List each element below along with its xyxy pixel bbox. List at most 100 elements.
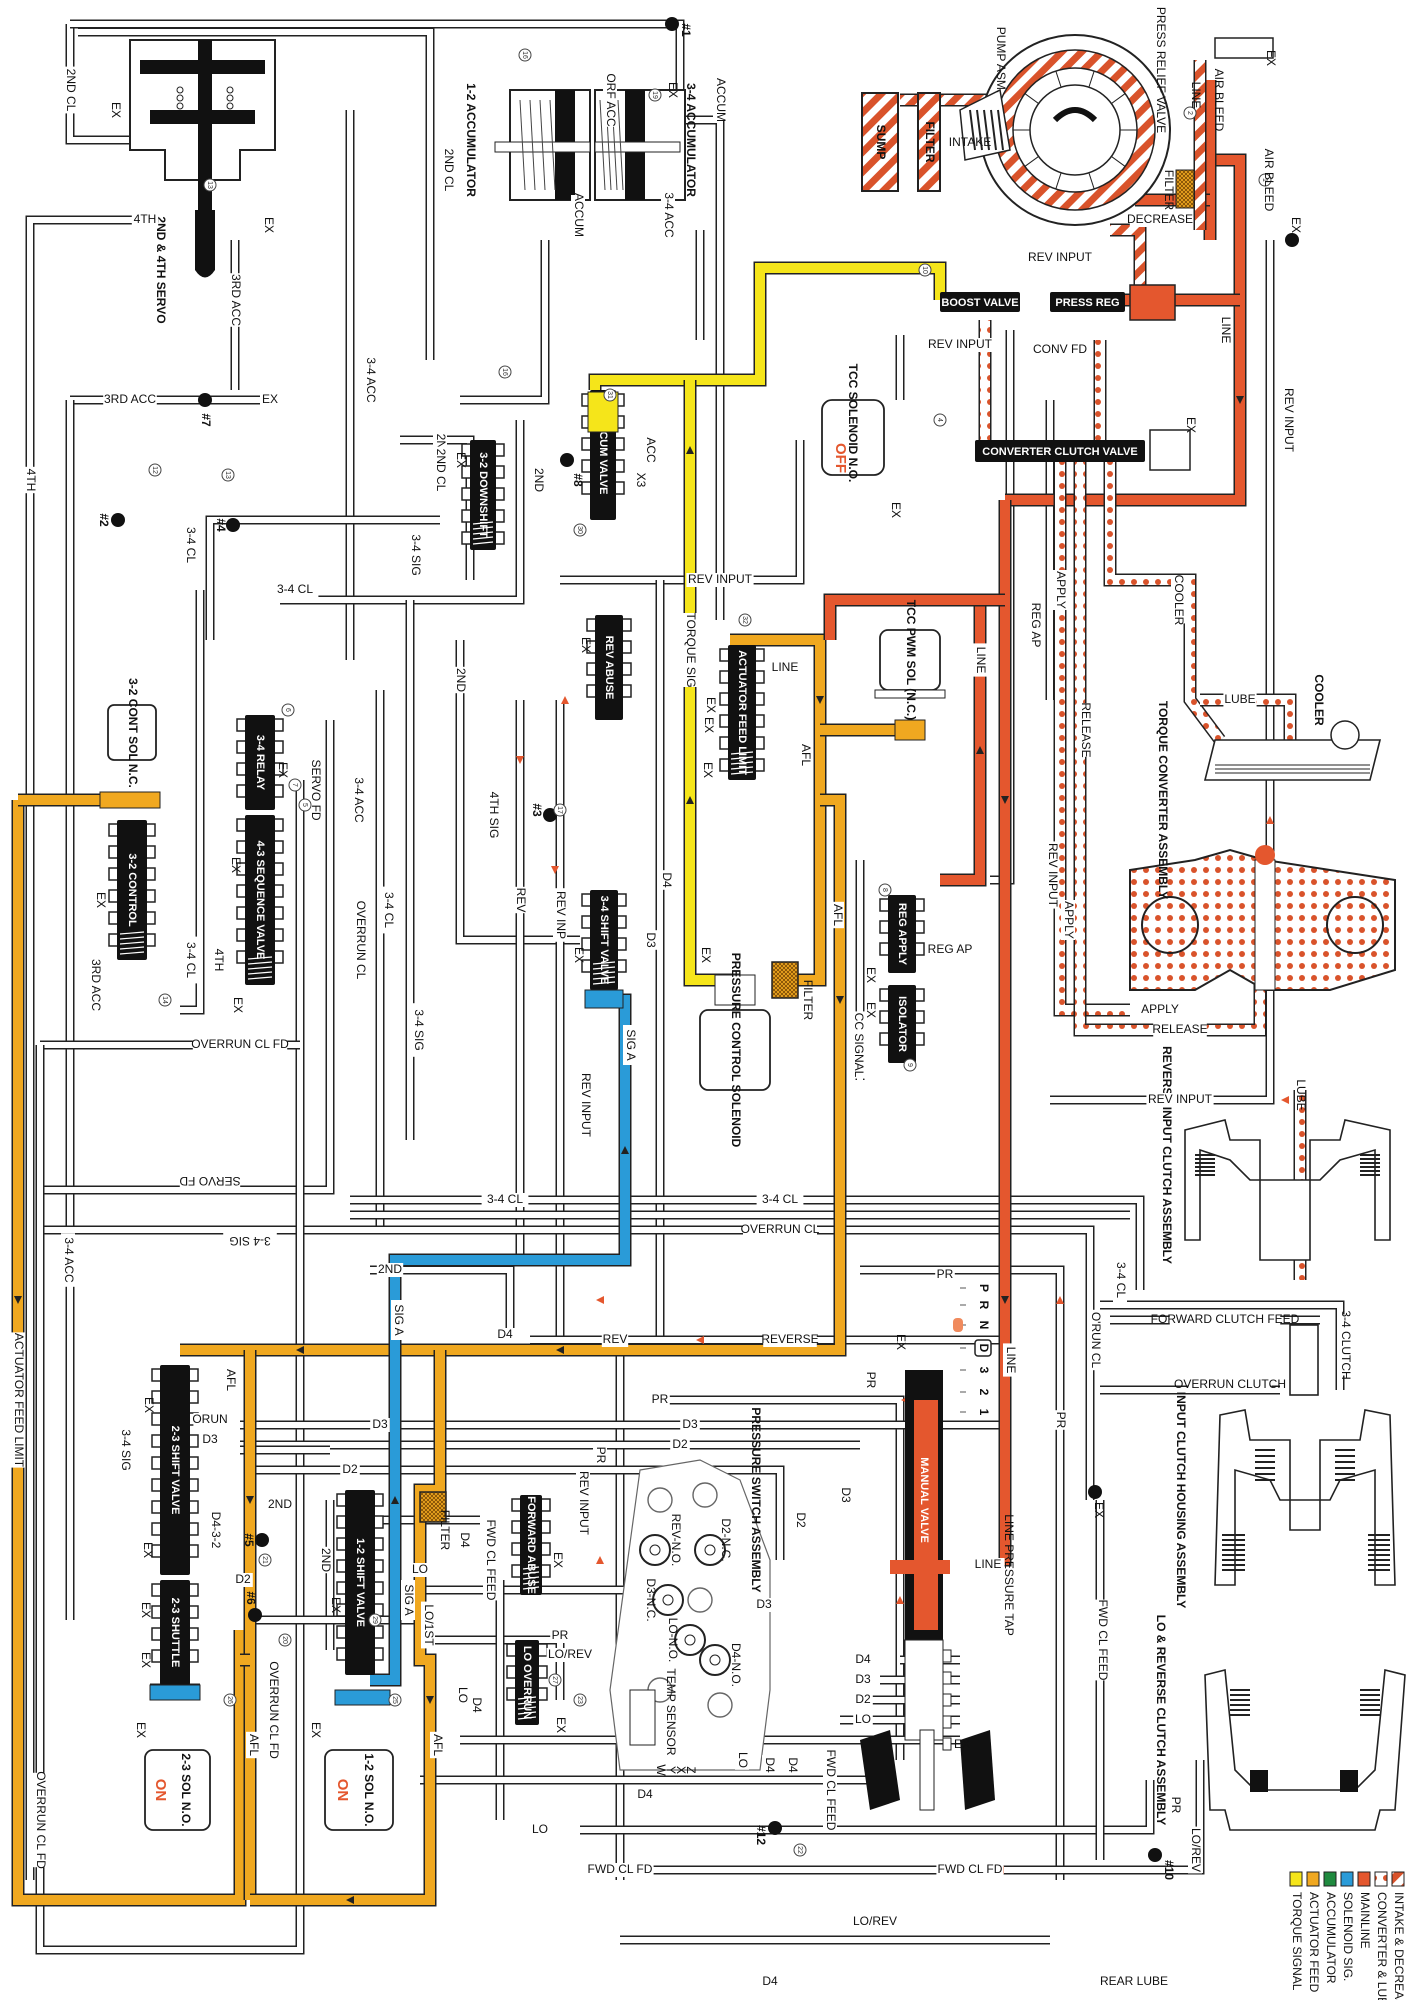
3-4-sig-label: 3-4 SIG [412,1009,426,1050]
accum-valve-label: ACCUM VALVE [597,415,609,494]
lo-label: LO [532,1822,548,1836]
passage-2nd-cl-servo [65,24,135,145]
rev-input-label: REV INPUT [1046,843,1060,908]
lo-rev-label: LO/REV [548,1647,592,1661]
temp-sensor [629,1689,656,1746]
cooler-passage-label: COOLER [1172,575,1186,626]
air-bleed-label: AIR BLEED [1262,149,1276,212]
fwd-cl-feed-label: FWD CL FEED [824,1750,838,1831]
gear-position-2: 2 [977,1389,991,1396]
2nd-cl-label: 2ND CL [442,149,456,192]
forward-abuse-valve-label: FORWARD ABUSE [525,1496,537,1594]
overrun-cl-label: OVERRUN CL [741,1222,820,1236]
ex-label: EX [554,1717,568,1733]
32-control-valve-label: 3-2 CONTROL [126,853,138,927]
lo-label: LO [412,1562,428,1576]
servo-title: 2ND & 4TH SERVO [154,216,168,323]
gear-position-N: N [977,1321,991,1330]
32-control-valve: 3-2 CONTROL [108,820,156,960]
rev-input-label: REV INPUT [928,337,993,351]
line-pressure-tap-label: LINE PRESSURE TAP [1002,1514,1016,1636]
pr-label: PR [937,1267,954,1281]
orifice-number: 12 [151,466,158,474]
overrun-cl-label: OVERRUN CL [354,901,368,980]
checkball-4-label: #4 [214,518,228,532]
legend-label: SOLENOID SIG. [1341,1892,1355,1981]
servo-fd-label: SERVO FD [309,759,323,820]
orifice-icon [918,263,932,277]
sig-a-label: SIG A [624,1029,638,1060]
reverse-input-clutch-label: REVERSE INPUT CLUTCH ASSEMBLY [1160,1046,1174,1264]
orifice-icon [933,413,947,427]
ex-label: EX [142,1397,156,1413]
legend-swatch [1374,1871,1388,1887]
rev-input-label: REV INPUT [579,1073,593,1138]
input-clutch-housing [1214,1324,1396,1586]
orifice-icon [203,178,217,192]
gear-position-D: D [977,1344,991,1353]
checkball-10-label: #10 [1162,1860,1176,1880]
servo-2nd-4th [129,39,276,278]
tcc-solenoid-label: TCC SOLENOID N.O. [846,364,860,483]
rev-input-label: REV INPUT [688,572,753,586]
legend-label: MAINLINE [1358,1892,1372,1949]
servo-fd-label: SERVO FD [179,1174,240,1188]
3-4-cl-label: 3-4 CL [277,582,313,596]
flow-arrow-icon [561,696,569,704]
lo-label: LO [855,1712,871,1726]
rev-inp-label: REV INP [554,891,568,939]
relief-spring [1214,37,1274,59]
port-d3-nc-label: D3-N.C. [644,1578,658,1621]
afl-label: AFL [247,1734,261,1756]
rev-input-label: REV INPUT [1028,250,1093,264]
flow-arrow-icon [426,1696,434,1704]
orifice-icon [603,388,617,402]
orifice-icon [221,468,235,482]
decrease-label: DECREASE [1127,212,1193,226]
pressure-switch-assembly [609,1459,771,1771]
accum-label: ACCUM [714,78,728,122]
orifice-icon [793,1843,807,1857]
tcc-solenoid [821,399,885,476]
orifice-icon [148,463,162,477]
flow-arrow-icon [246,1496,254,1504]
ex-label: EX [1092,1502,1106,1518]
orifice-icon [648,88,662,102]
pr-label: PR [1054,1412,1068,1429]
gear-position-P: P [977,1284,991,1292]
orifice-icon [368,1613,382,1627]
43-sequence-valve: 4-3 SEQUENCE VALVE [236,815,284,985]
orifice-icon [223,1693,237,1707]
pressure-control-solenoid-label: PRESSURE CONTROL SOLENOID [729,953,743,1148]
2nd-cl-label: 2ND CL [434,449,448,492]
release-label: RELEASE [1079,702,1093,757]
orifice-icon [288,778,302,792]
hex-bolt-icon [647,1487,673,1513]
flow-arrow-icon [836,996,844,1004]
converter-clutch-valve-label: CONVERTER CLUTCH VALVE [982,446,1137,458]
afl-label: AFL [799,744,813,766]
orifice-icon [258,1553,272,1567]
apply-label: APPLY [1062,901,1076,939]
boost-valve-label: BOOST VALVE [941,297,1018,309]
press-relief-label: PRESS RELIEF VALVE [1154,7,1168,133]
d4-3-2-label: D4-3-2 [209,1512,223,1549]
x3-label: X3 [634,473,648,488]
checkball-6-label: #6 [244,1591,258,1605]
ex-label: EX [1264,50,1278,66]
orifice-number: 5 [301,803,308,807]
checkball-5-label: #5 [242,1533,256,1547]
checkball-4-icon [226,518,240,532]
ex-label: EX [701,762,715,778]
flow-arrow-icon [1056,1296,1064,1304]
accumulator-34-title: 3-4 ACCUMULATOR [684,83,698,197]
4th-label: 4TH [24,469,38,492]
pr-label: PR [652,1392,669,1406]
cooler-label: COOLER [1312,674,1326,726]
checkball-1-label: #1 [679,23,693,37]
pressure-switch-label: PRESSURE SWITCH ASSEMBLY [749,1407,763,1592]
flow-arrow-icon [816,696,824,704]
orifice-number: 19 [651,91,658,99]
hex-bolt-icon [692,1482,718,1508]
